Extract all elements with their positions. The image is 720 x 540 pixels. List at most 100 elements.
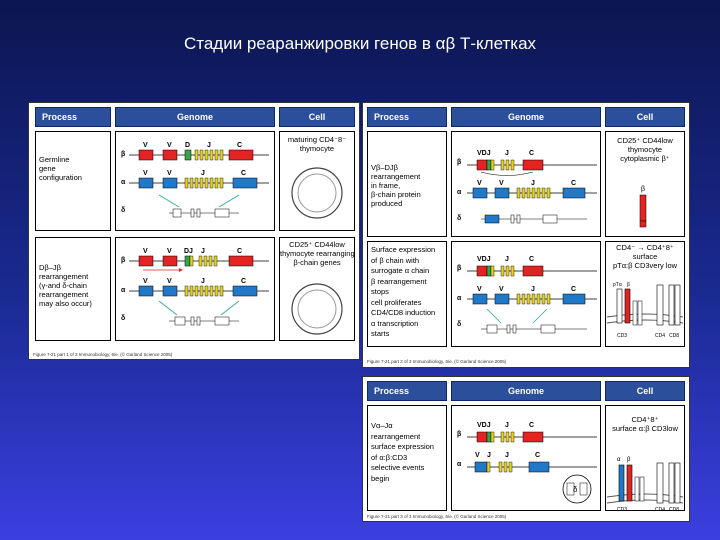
header-cell: Cell — [605, 107, 685, 127]
p2-r2-mem-pta: pTα — [613, 282, 622, 288]
p3-beta-locus: VDJ J C — [467, 419, 601, 445]
p2-r2-mem-cd8: CD8 — [669, 333, 679, 339]
p2-r1-alpha-v1: V — [477, 180, 482, 187]
p1-r1-process-text: Germline gene configuration — [39, 155, 111, 182]
p1-r1-alpha-c: C — [241, 170, 246, 177]
p2-caption: Figure 7-21 part 2 of 3 Immunobiology, 6… — [367, 359, 506, 364]
p1-r2-alpha-locus: V V J C — [129, 277, 275, 299]
p3-r1-cell-diagram: α β CD3 CD4 CD8 — [605, 405, 685, 511]
p2-r2-alpha-v1: V — [477, 286, 482, 293]
p1-r1-beta-locus: V V D J C — [129, 141, 275, 163]
p2-r2-cell-diagram: pTα β CD3 CD4 CD8 — [605, 241, 685, 347]
p2-r1-process-text: Vβ–DJβ rearrangement in frame, β-chain p… — [371, 163, 447, 208]
p3-beta-c: C — [529, 422, 534, 429]
p2-r2-mem-cd4: CD4 — [655, 333, 665, 339]
p1-r2-beta-dj: DJ — [184, 248, 193, 255]
p3-excision-circle: δ — [553, 467, 601, 511]
panel-3: Process Genome Cell Vα–Jα rearrangement … — [362, 376, 690, 522]
p2-r2-beta-locus: VDJ J C — [467, 253, 601, 279]
p1-caption: Figure 7-21 part 1 of 3 Immunobiology, 6… — [33, 352, 172, 357]
header-process: Process — [35, 107, 111, 127]
p1-r2-cell-diagram — [279, 237, 355, 341]
p1-r2-beta-c: C — [237, 248, 242, 255]
p2-r1-alpha-c: C — [571, 180, 576, 187]
header-genome: Genome — [451, 107, 601, 127]
p1-r2-alpha-j: J — [201, 278, 205, 285]
p2-r1-delta-label: δ — [457, 215, 461, 222]
header-genome: Genome — [451, 381, 601, 401]
p2-r2-beta-c: C — [529, 256, 534, 263]
p1-r1-delta-locus — [129, 195, 275, 225]
p1-r1-beta-j: J — [207, 142, 211, 149]
p2-r1-alpha-label: α — [457, 189, 461, 196]
p1-r2-beta-j: J — [201, 248, 205, 255]
p1-r1-alpha-j: J — [201, 170, 205, 177]
p2-r2-delta-locus — [467, 309, 601, 343]
p2-r2-alpha-v2: V — [499, 286, 504, 293]
p2-r1-alpha-locus: V V J C — [467, 179, 601, 201]
p1-r2-alpha-label: α — [121, 287, 125, 294]
p1-r1-alpha-label: α — [121, 179, 125, 186]
p1-r2-beta-v2: V — [167, 248, 172, 255]
p1-r1-beta-v1: V — [143, 142, 148, 149]
p3-mem-alpha: α — [617, 457, 621, 463]
p3-caption: Figure 7-21 part 3 of 3 Immunobiology, 6… — [367, 514, 506, 519]
p3-alpha-label: α — [457, 461, 461, 468]
p1-r2-delta-label: δ — [121, 315, 125, 322]
p1-r2-alpha-c: C — [241, 278, 246, 285]
p3-alpha-j2: J — [505, 452, 509, 459]
p2-r1-cell-beta: β — [641, 186, 645, 193]
p3-alpha-j1: J — [487, 452, 491, 459]
p2-r2-process-text: Surface expression of β chain with surro… — [371, 245, 447, 340]
p2-r2-beta-j: J — [505, 256, 509, 263]
p2-r2-mem-beta: β — [627, 282, 630, 288]
p2-r2-alpha-c: C — [571, 286, 576, 293]
header-cell: Cell — [605, 381, 685, 401]
p2-r1-beta-locus: VDJ J C — [467, 147, 601, 177]
p2-r1-delta-locus — [467, 205, 601, 233]
p1-r2-delta-locus — [129, 301, 275, 335]
p3-beta-j: J — [505, 422, 509, 429]
p2-r2-alpha-label: α — [457, 295, 461, 302]
p3-beta-label: β — [457, 431, 461, 438]
p2-r2-alpha-locus: V V J C — [467, 285, 601, 307]
p2-r1-beta-vdj: VDJ — [477, 150, 491, 157]
p2-r2-alpha-j: J — [531, 286, 535, 293]
p2-r1-beta-label: β — [457, 159, 461, 166]
p2-r1-cell-diagram: β — [605, 131, 685, 237]
p1-r1-beta-label: β — [121, 151, 125, 158]
slide-title: Стадии реаранжировки генов в αβ Т-клетка… — [0, 34, 720, 54]
p3-mem-cd8: CD8 — [669, 507, 679, 513]
p3-circle-label: δ — [573, 485, 578, 494]
p1-r1-delta-label: δ — [121, 207, 125, 214]
p2-r1-beta-c: C — [529, 150, 534, 157]
p2-r1-alpha-v2: V — [499, 180, 504, 187]
p1-r1-cell-diagram — [279, 131, 355, 231]
p2-r2-beta-label: β — [457, 265, 461, 272]
p1-r1-beta-v2: V — [167, 142, 172, 149]
p2-r2-beta-vdj: VDJ — [477, 256, 491, 263]
p3-alpha-v: V — [475, 452, 480, 459]
p1-r1-alpha-v2: V — [167, 170, 172, 177]
p2-r2-mem-cd3: CD3 — [617, 333, 627, 339]
p3-beta-vdj: VDJ — [477, 422, 491, 429]
p1-r1-beta-d: D — [185, 142, 190, 149]
panel-2: Process Genome Cell Vβ–DJβ rearrangement… — [362, 102, 690, 368]
p1-r2-beta-locus: V V DJ J C — [129, 247, 275, 273]
p1-r2-beta-v1: V — [143, 248, 148, 255]
header-process: Process — [367, 381, 447, 401]
p3-mem-beta: β — [627, 457, 631, 463]
p1-r2-alpha-v1: V — [143, 278, 148, 285]
p2-r1-alpha-j: J — [531, 180, 535, 187]
header-process: Process — [367, 107, 447, 127]
p3-alpha-c: C — [535, 452, 540, 459]
p3-mem-cd3: CD3 — [617, 507, 627, 513]
p3-mem-cd4: CD4 — [655, 507, 665, 513]
p1-r2-process-text: Dβ–Jβ rearrangement (γ-and δ-chain rearr… — [39, 263, 111, 308]
p3-r1-process-text: Vα–Jα rearrangement surface expression o… — [371, 421, 447, 484]
p2-r2-delta-label: δ — [457, 321, 461, 328]
p2-r1-beta-j: J — [505, 150, 509, 157]
p1-r1-alpha-locus: V V J C — [129, 169, 275, 191]
header-cell: Cell — [279, 107, 355, 127]
panel-1: Process Genome Cell Germline gene config… — [28, 102, 360, 360]
